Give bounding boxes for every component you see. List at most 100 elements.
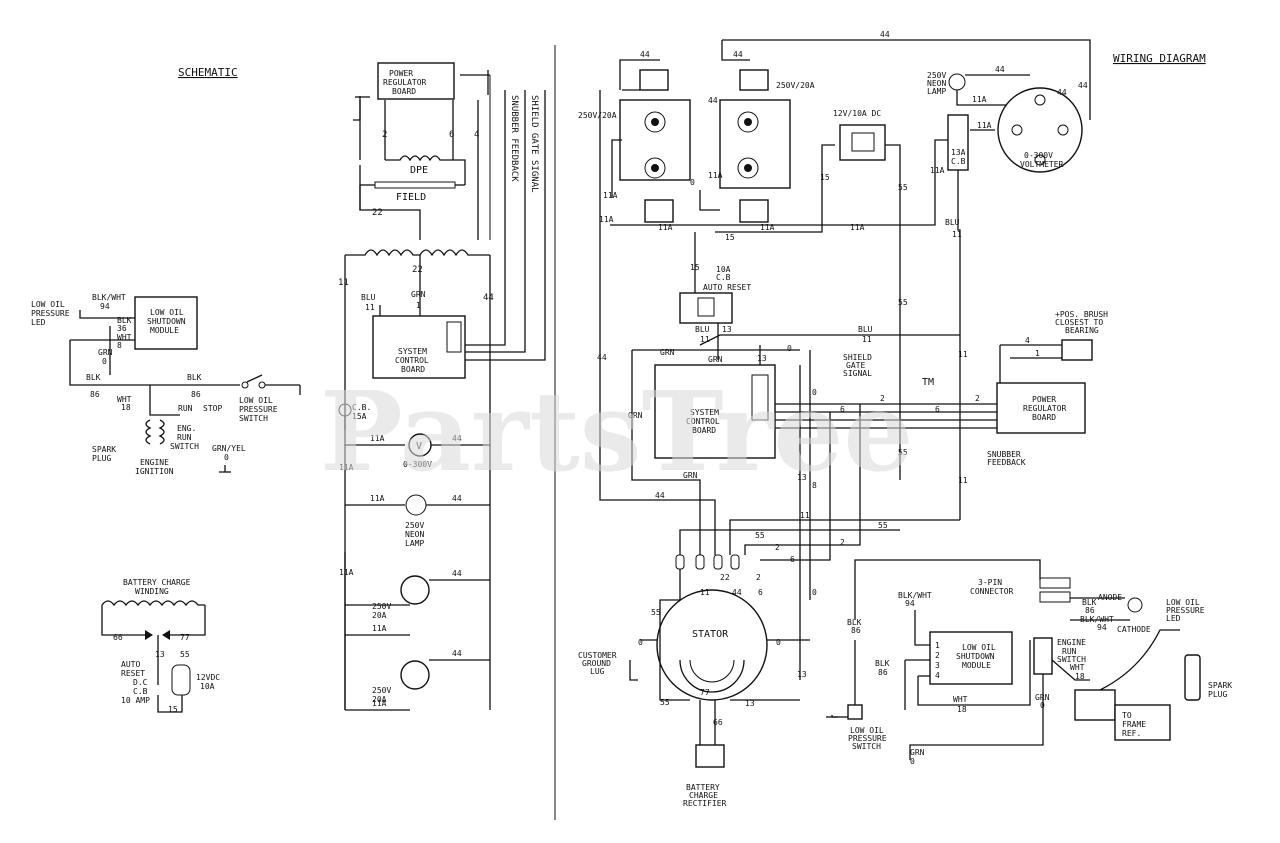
svg-text:GRN: GRN: [683, 471, 698, 480]
svg-text:0: 0: [910, 757, 915, 766]
svg-text:PRESSURE: PRESSURE: [31, 309, 70, 318]
svg-text:0: 0: [638, 638, 643, 647]
svg-text:15: 15: [690, 263, 700, 272]
svg-text:FEEDBACK: FEEDBACK: [987, 458, 1026, 467]
svg-text:94: 94: [905, 599, 915, 608]
svg-text:NEON: NEON: [405, 530, 424, 539]
receptacle-1-rating: 250V/20A: [578, 111, 617, 120]
svg-text:CLOSEST TO: CLOSEST TO: [1055, 318, 1103, 327]
svg-text:66: 66: [713, 718, 723, 727]
svg-text:94: 94: [1097, 623, 1107, 632]
battery-charge-winding: [101, 600, 205, 607]
dpe-label: DPE: [410, 165, 428, 176]
svg-text:BOARD: BOARD: [1032, 413, 1056, 422]
svg-text:11A: 11A: [599, 215, 614, 224]
svg-text:13: 13: [797, 670, 807, 679]
svg-text:86: 86: [878, 668, 888, 677]
svg-text:11A: 11A: [603, 191, 618, 200]
svg-text:SWITCH: SWITCH: [852, 742, 881, 751]
svg-text:BLK: BLK: [875, 659, 890, 668]
svg-text:MODULE: MODULE: [962, 661, 991, 670]
svg-text:SHUTDOWN: SHUTDOWN: [147, 317, 186, 326]
svg-text:WHT: WHT: [953, 695, 968, 704]
svg-text:22: 22: [720, 573, 730, 582]
svg-text:BEARING: BEARING: [1065, 326, 1099, 335]
svg-text:GRN: GRN: [660, 348, 675, 357]
svg-text:SWITCH: SWITCH: [170, 442, 199, 451]
svg-text:LOW OIL: LOW OIL: [239, 396, 273, 405]
schematic-power-regulator-board: POWER REGULATOR BOARD: [377, 62, 455, 100]
svg-text:18: 18: [121, 403, 131, 412]
wiring-spark-plug: [1184, 654, 1201, 701]
svg-text:77: 77: [700, 688, 710, 697]
schematic-low-oil-shutdown-module: LOW OIL SHUTDOWN MODULE: [134, 296, 198, 350]
svg-text:WHT: WHT: [1070, 663, 1085, 672]
svg-text:GRN: GRN: [708, 355, 723, 364]
svg-text:LOW OIL: LOW OIL: [31, 300, 65, 309]
svg-text:86: 86: [90, 390, 100, 399]
svg-text:11A: 11A: [658, 223, 673, 232]
svg-text:2: 2: [840, 538, 845, 547]
svg-text:BLK/WHT: BLK/WHT: [898, 591, 932, 600]
svg-text:CONTROL: CONTROL: [686, 417, 720, 426]
svg-text:44: 44: [452, 569, 462, 578]
power-regulator-board-label: POWER: [389, 69, 413, 78]
wiring-dc-receptacle: [839, 124, 886, 161]
svg-text:GRN: GRN: [98, 348, 113, 357]
svg-text:WINDING: WINDING: [135, 587, 169, 596]
svg-text:10A: 10A: [716, 265, 731, 274]
to-frame-ref-box: [1114, 704, 1171, 741]
svg-text:0: 0: [787, 344, 792, 353]
receptacle-2-symbol: [400, 660, 430, 690]
svg-text:FRAME: FRAME: [1122, 720, 1146, 729]
svg-text:6: 6: [840, 405, 845, 414]
svg-text:REF.: REF.: [1122, 729, 1141, 738]
svg-text:6: 6: [758, 588, 763, 597]
svg-text:LOW OIL: LOW OIL: [962, 643, 996, 652]
svg-text:11A: 11A: [372, 624, 387, 633]
wire-label-4: 4: [474, 130, 479, 140]
svg-text:44: 44: [732, 588, 742, 597]
svg-text:13: 13: [722, 325, 732, 334]
svg-text:BLK: BLK: [187, 373, 202, 382]
svg-text:NEON: NEON: [927, 79, 946, 88]
svg-text:CUSTOMER: CUSTOMER: [578, 651, 617, 660]
svg-text:44: 44: [452, 649, 462, 658]
voltmeter-v: V: [416, 441, 422, 452]
svg-text:250V: 250V: [372, 602, 391, 611]
svg-text:+POS. BRUSH: +POS. BRUSH: [1055, 310, 1108, 319]
svg-text:4: 4: [1025, 336, 1030, 345]
svg-text:3-PIN: 3-PIN: [978, 578, 1002, 587]
svg-text:REGULATOR: REGULATOR: [383, 78, 427, 87]
svg-text:PRESSURE: PRESSURE: [239, 405, 278, 414]
stator-label: STATOR: [692, 629, 729, 640]
svg-text:2: 2: [880, 394, 885, 403]
svg-text:11: 11: [958, 350, 968, 359]
wire-label-2: 2: [382, 130, 387, 140]
wiring-power-regulator-board: POWER REGULATOR BOARD: [996, 382, 1086, 434]
svg-text:86: 86: [851, 626, 861, 635]
svg-text:0: 0: [224, 453, 229, 462]
svg-text:8: 8: [117, 341, 122, 350]
wiring-receptacle-1: [619, 69, 691, 223]
svg-text:BATTERY: BATTERY: [686, 783, 720, 792]
svg-text:2: 2: [935, 651, 940, 660]
svg-text:11A: 11A: [850, 223, 865, 232]
svg-text:LOW OIL: LOW OIL: [150, 308, 184, 317]
svg-text:6: 6: [935, 405, 940, 414]
svg-text:13: 13: [797, 473, 807, 482]
svg-text:55: 55: [898, 183, 908, 192]
svg-text:BOARD: BOARD: [692, 426, 716, 435]
svg-text:0: 0: [102, 357, 107, 366]
wiring-low-oil-shutdown-module: LOW OIL SHUTDOWN MODULE: [929, 631, 1013, 685]
dc-receptacle-rating: 12V/10A DC: [833, 109, 881, 118]
svg-text:LOW OIL: LOW OIL: [1166, 598, 1200, 607]
svg-text:0: 0: [776, 638, 781, 647]
svg-text:2: 2: [756, 573, 761, 582]
svg-text:BATTERY CHARGE: BATTERY CHARGE: [123, 578, 191, 587]
receptacle-1-symbol: [400, 575, 430, 605]
wiring-engine-run-switch: [1033, 637, 1053, 675]
svg-text:44: 44: [597, 353, 607, 362]
svg-text:55: 55: [651, 608, 661, 617]
